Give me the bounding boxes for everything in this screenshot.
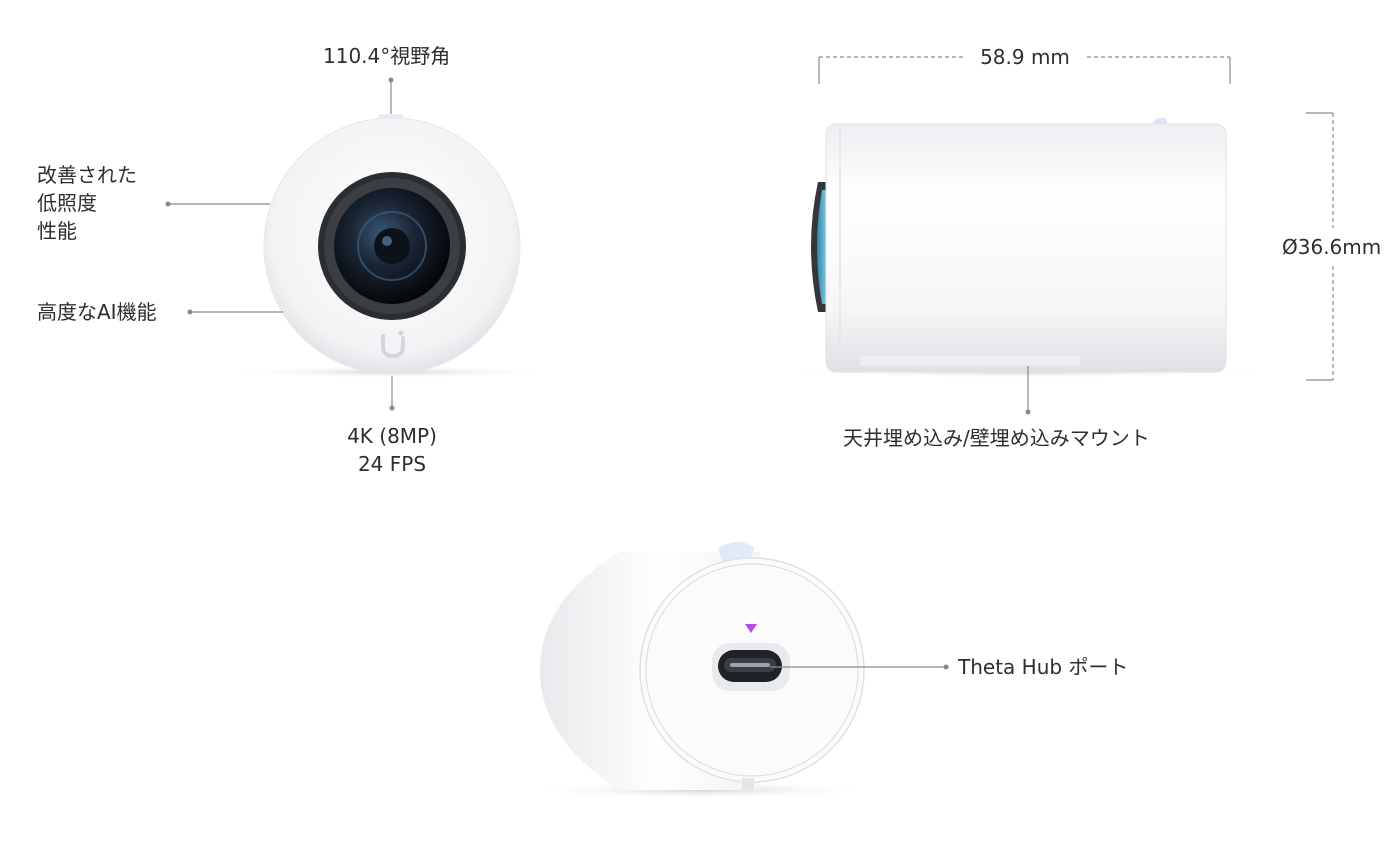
mount-label: 天井埋め込み/壁埋め込みマウント (843, 426, 1150, 450)
length-dimension-label: 58.9 mm (980, 45, 1070, 69)
rear-leader-line (770, 664, 949, 670)
resolution-label-line2: 24 FPS (357, 452, 427, 476)
front-leader-lines (165, 77, 395, 411)
lowlight-label-line3: 性能 (37, 219, 77, 243)
side-dimension-lines (818, 56, 1334, 415)
fov-label: 110.4°視野角 (323, 44, 451, 68)
lowlight-label-line1: 改善された (37, 163, 137, 187)
ai-label: 高度なAI機能 (37, 300, 157, 324)
side-view-camera (770, 117, 1280, 378)
port-indicator-icon (745, 624, 757, 633)
lowlight-label-line2: 低照度 (37, 191, 97, 215)
resolution-label-line1: 4K (8MP) (347, 424, 437, 448)
front-view-camera (227, 114, 557, 378)
diameter-dimension-label: Ø36.6mm (1282, 235, 1382, 259)
rear-view-camera (525, 542, 875, 799)
port-label: Theta Hub ポート (958, 655, 1129, 679)
